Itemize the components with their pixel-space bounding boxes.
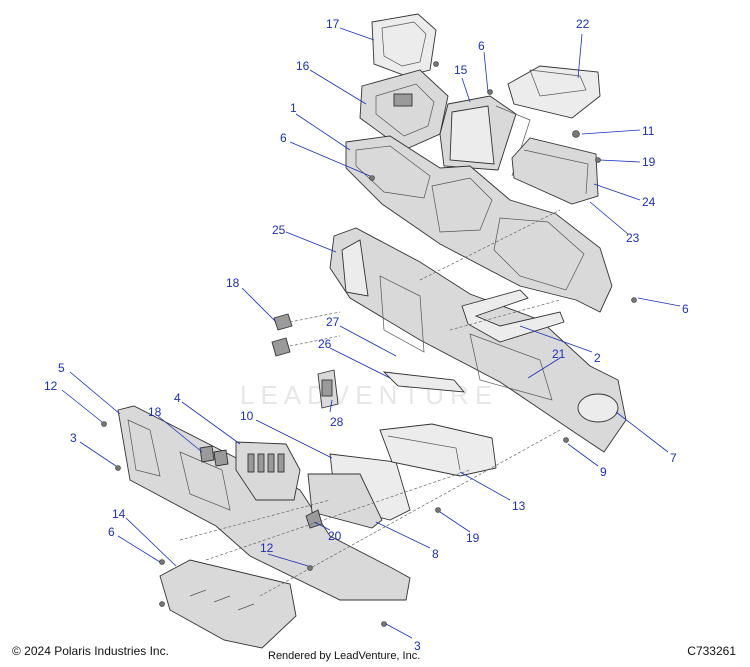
callout-15: 15	[454, 63, 468, 77]
callout-19: 19	[642, 155, 656, 169]
callout-3: 3	[414, 639, 421, 653]
callout-8: 8	[432, 547, 439, 561]
part-25-dash-frame	[329, 227, 627, 453]
callout-5: 5	[58, 361, 65, 375]
part-4-switch-panel	[235, 441, 301, 501]
leader-lines	[61, 27, 681, 639]
part-8-glovebox	[307, 473, 383, 529]
callout-6: 6	[280, 131, 287, 145]
part-22-cover-panel	[507, 65, 601, 119]
part-28-switch-bezel	[317, 369, 339, 409]
callout-28: 28	[330, 415, 344, 429]
fasteners	[101, 61, 637, 627]
part-18-clip-lower	[199, 445, 229, 467]
callout-6: 6	[478, 39, 485, 53]
callout-9: 9	[600, 465, 607, 479]
callout-1: 1	[290, 101, 297, 115]
part-15-display-housing	[439, 95, 531, 177]
diagram-id: C733261	[687, 644, 736, 658]
callout-27: 27	[326, 315, 340, 329]
callout-11: 11	[642, 124, 655, 138]
part-13-storage-tray	[379, 423, 497, 477]
part-2-bracket	[461, 289, 565, 343]
callout-13: 13	[512, 499, 526, 513]
callout-6: 6	[682, 302, 689, 316]
callout-12: 12	[260, 541, 274, 555]
callout-21: 21	[552, 347, 566, 361]
part-1-dash-panel	[345, 135, 613, 313]
callout-18: 18	[148, 405, 162, 419]
part-14-lower-panel	[159, 559, 297, 649]
callout-12: 12	[44, 379, 58, 393]
callout-17: 17	[326, 17, 340, 31]
callout-20: 20	[328, 529, 342, 543]
part-18-clip-upper	[271, 311, 341, 357]
callout-23: 23	[626, 231, 640, 245]
callout-labels: 17 6 22 16 15 1 11 6 19 24 23 25 6 18 27…	[44, 17, 689, 653]
callout-14: 14	[112, 507, 126, 521]
callout-22: 22	[576, 17, 590, 31]
callout-2: 2	[594, 351, 601, 365]
callout-16: 16	[296, 59, 310, 73]
callout-7: 7	[670, 451, 677, 465]
callout-18: 18	[226, 276, 240, 290]
copyright-text: © 2024 Polaris Industries Inc.	[12, 644, 169, 658]
callout-10: 10	[240, 409, 254, 423]
part-20-latch	[305, 509, 323, 529]
callout-25: 25	[272, 223, 286, 237]
callout-6: 6	[108, 525, 115, 539]
callout-26: 26	[318, 337, 332, 351]
callout-3: 3	[70, 431, 77, 445]
callout-4: 4	[174, 391, 181, 405]
part-24-storage-bin	[511, 137, 599, 205]
callout-19: 19	[466, 531, 480, 545]
part-26-trim-strip	[382, 371, 466, 393]
part-17-gauge-bezel	[371, 13, 437, 77]
rendered-by-text: Rendered by LeadVenture, Inc.	[268, 650, 421, 662]
callout-24: 24	[642, 195, 656, 209]
